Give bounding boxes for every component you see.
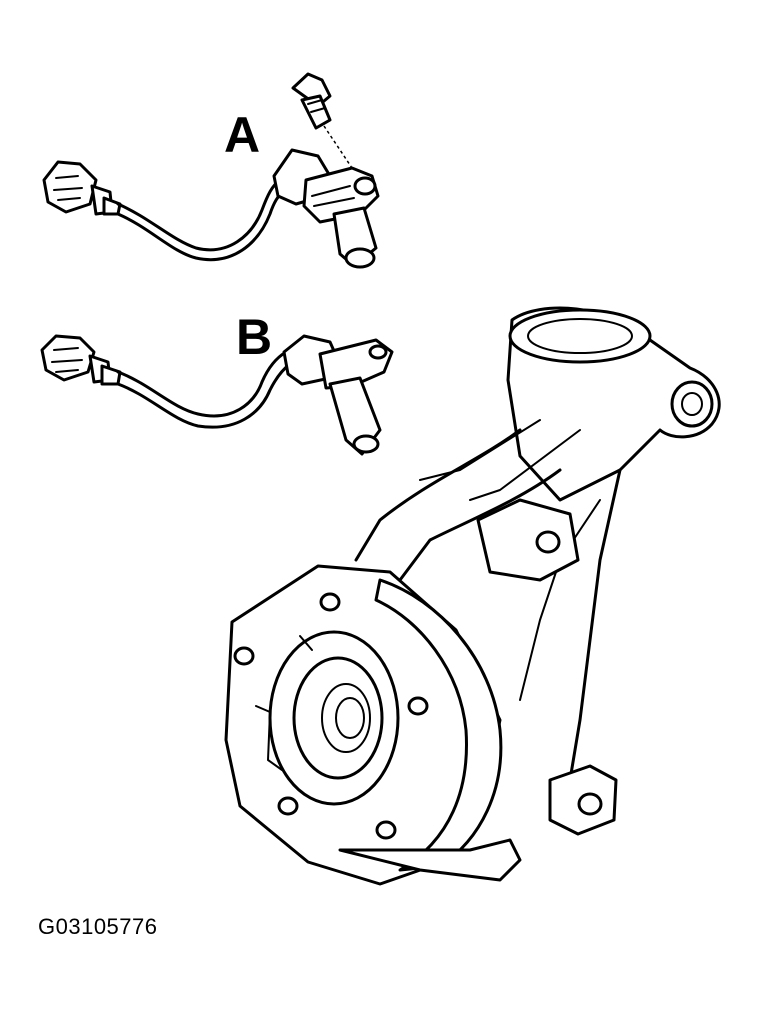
sensor-b-cable bbox=[116, 350, 292, 429]
sensor-a-bolt bbox=[291, 72, 353, 169]
figure-id: G03105776 bbox=[38, 914, 158, 939]
sensor-b-illustration bbox=[40, 334, 394, 456]
sensor-b-body bbox=[282, 334, 394, 456]
sensor-a-label: A bbox=[224, 107, 261, 163]
sensor-b-label: B bbox=[236, 309, 273, 365]
sensor-a-body bbox=[272, 148, 380, 269]
sensor-b-connector bbox=[40, 334, 122, 386]
hub-bolt-holes bbox=[233, 592, 429, 840]
sensor-a-connector bbox=[42, 160, 122, 216]
sensor-a-cable bbox=[116, 178, 286, 262]
sensor-a-illustration bbox=[42, 72, 380, 269]
steering-knuckle-illustration bbox=[224, 306, 721, 886]
